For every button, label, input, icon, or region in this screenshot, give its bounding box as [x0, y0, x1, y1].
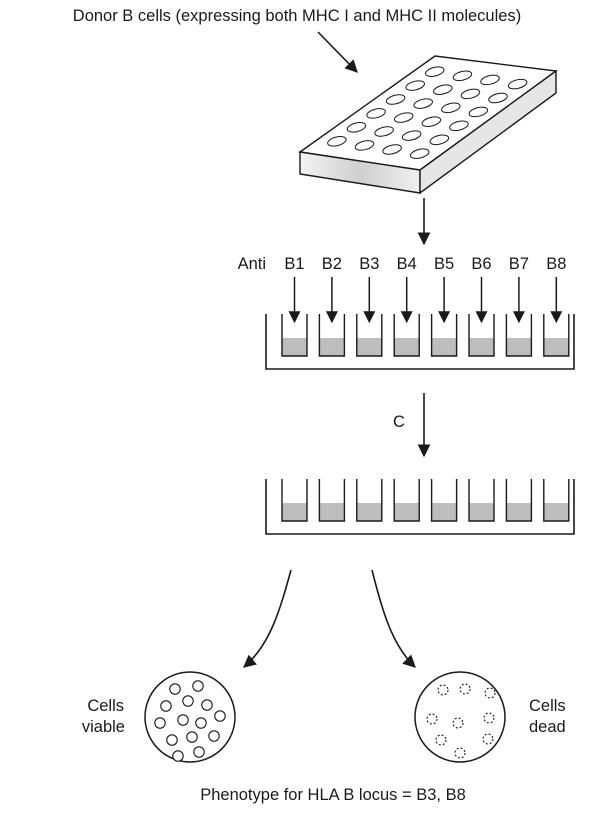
arrow-to-plate: [317, 31, 358, 73]
viable-label-line2: viable: [82, 718, 125, 736]
diagram-title: Donor B cells (expressing both MHC I and…: [73, 7, 521, 25]
antiserum-label: B2: [322, 255, 342, 273]
plate-well: [488, 92, 508, 104]
dead-cell: [459, 683, 471, 695]
viable-cell: [182, 695, 194, 707]
antiserum-label: B5: [434, 255, 454, 273]
viable-cell: [169, 683, 181, 695]
plate-well: [460, 88, 481, 100]
dead-cell: [454, 747, 466, 759]
viable-cells-dish: [144, 671, 236, 763]
plate-well: [374, 126, 394, 137]
viable-cell: [193, 746, 205, 758]
dead-cell: [426, 713, 438, 725]
viable-cell: [166, 734, 178, 746]
arrow-to-viable: [243, 569, 292, 668]
plate-well: [382, 144, 402, 155]
plate-well: [393, 112, 414, 123]
antiserum-label: B8: [546, 255, 566, 273]
viable-cell: [177, 714, 189, 726]
viable-cell: [214, 710, 226, 722]
plate-well: [401, 130, 422, 141]
antisera-labels: B1 B2 B3 B4 B5 B6 B7 B8: [284, 255, 566, 324]
plate-well: [354, 140, 375, 151]
well: [356, 479, 383, 522]
anti-label: Anti: [238, 255, 266, 273]
well: [356, 314, 383, 357]
plate-wells: [327, 66, 528, 159]
viable-cell: [201, 699, 213, 711]
well: [318, 314, 346, 357]
plate-well: [385, 94, 406, 105]
plate-well: [441, 102, 461, 114]
well: [468, 314, 495, 357]
viable-cell: [160, 700, 172, 712]
antiserum-label: B4: [397, 255, 417, 273]
plate-well: [507, 78, 528, 90]
microtiter-plate: [298, 55, 558, 195]
viable-cell: [154, 717, 166, 729]
plate-well: [449, 120, 469, 132]
well: [318, 479, 346, 522]
plate-well: [480, 74, 500, 86]
viable-cell: [172, 750, 184, 762]
plate-well: [409, 148, 430, 159]
dead-cell: [435, 734, 447, 746]
tray-outline: [265, 314, 575, 370]
dead-cell: [437, 684, 449, 696]
tray-outline: [265, 479, 575, 535]
dead-cell: [482, 733, 494, 745]
well: [281, 479, 308, 522]
viable-cell: [208, 730, 220, 742]
viable-label-line1: Cells: [87, 697, 124, 715]
complement-label: C: [393, 413, 405, 431]
plate-well: [413, 98, 433, 109]
well: [393, 479, 420, 522]
well: [505, 479, 533, 522]
plate-well: [421, 116, 442, 127]
antiserum-label: B3: [359, 255, 379, 273]
antiserum-label: B7: [509, 255, 529, 273]
plate-well: [429, 134, 450, 146]
plate-well: [346, 122, 367, 133]
viable-cell: [186, 731, 198, 743]
dead-cell: [483, 712, 495, 724]
plate-well: [405, 80, 425, 91]
plate-well: [468, 106, 489, 118]
well-tray-antisera: [265, 314, 575, 370]
viable-cell: [195, 717, 207, 729]
well: [430, 479, 458, 522]
dead-label-line2: dead: [529, 718, 566, 736]
plate-well: [327, 136, 347, 147]
well: [281, 314, 308, 357]
well: [393, 314, 420, 357]
plate-well: [433, 84, 453, 95]
dead-cell: [452, 717, 464, 729]
phenotype-caption: Phenotype for HLA B locus = B3, B8: [200, 786, 466, 804]
antiserum-label: B6: [471, 255, 491, 273]
well: [468, 479, 495, 522]
plate-well: [366, 108, 386, 119]
arrow-to-dead: [371, 569, 416, 668]
well: [543, 479, 570, 522]
well: [430, 314, 458, 357]
viable-cell: [192, 680, 204, 692]
dead-cells-dish: [414, 671, 506, 763]
dead-cell: [484, 687, 496, 699]
plate-well: [425, 66, 445, 77]
well-tray-complement: [265, 479, 575, 535]
dead-label-line1: Cells: [529, 697, 566, 715]
antiserum-label: B1: [284, 255, 304, 273]
well: [543, 314, 570, 357]
plate-well: [452, 70, 473, 82]
well: [505, 314, 533, 357]
